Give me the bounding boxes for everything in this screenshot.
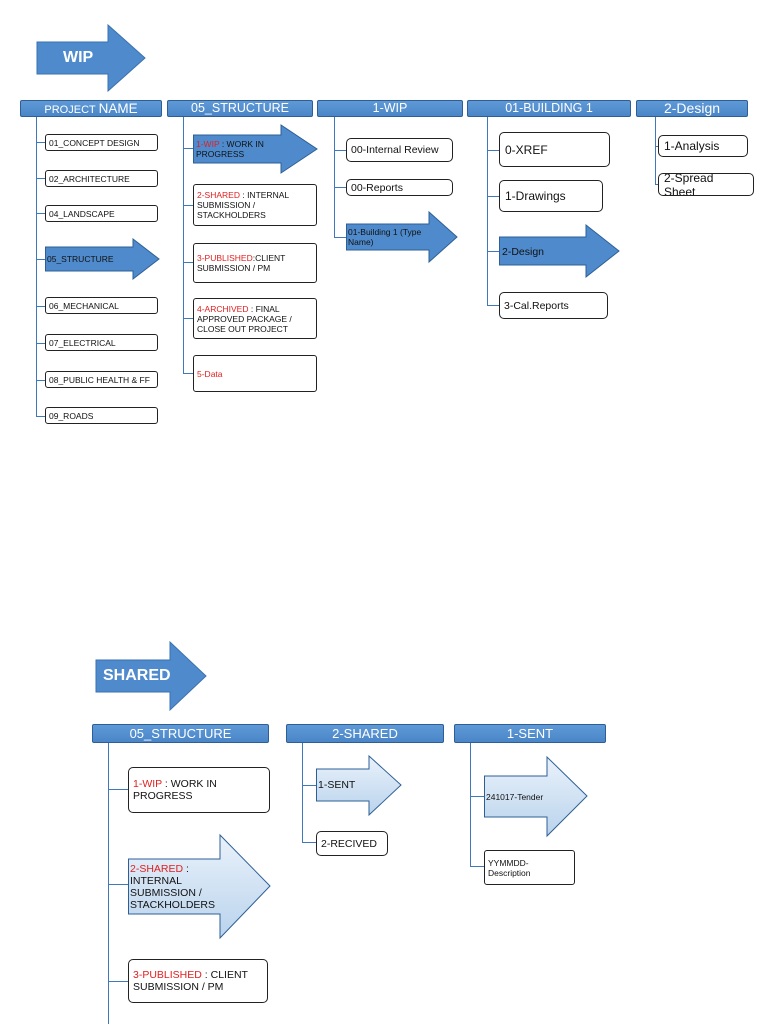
design-arrow-shape: [499, 223, 620, 279]
sent-item-tender[interactable]: 241017-Tender: [486, 792, 544, 802]
wip-banner-arrow: [36, 23, 146, 93]
design-item-analysis[interactable]: 1-Analysis: [658, 135, 748, 157]
wip-desc: : WORK IN PROGRESS: [196, 139, 264, 159]
list-item-public-health[interactable]: 08_PUBLIC HEALTH & FF: [45, 371, 158, 388]
sent-arrow-shape: [316, 754, 402, 817]
wip-item-internal-review[interactable]: 00-Internal Review: [346, 138, 453, 162]
wip-folder-header[interactable]: 1-WIP: [317, 100, 463, 117]
project-connector: [36, 117, 37, 417]
shared-folder-header[interactable]: 2-SHARED: [286, 724, 444, 743]
tender-arrow-shape: [484, 755, 588, 838]
building-arrow-shape: [346, 210, 458, 264]
wip-banner-label: WIP: [63, 49, 94, 66]
design-header[interactable]: 2-Design: [636, 100, 748, 117]
structure-item-wip[interactable]: 1-WIP : WORK IN PROGRESS: [196, 135, 284, 163]
wip-item-building[interactable]: 01-Building 1 (Type Name): [348, 227, 422, 247]
structure-header[interactable]: 05_STRUCTURE: [167, 100, 313, 117]
shared-wip-desc: : WORK IN PROGRESS: [133, 778, 217, 802]
wip-arrow-shape: [193, 124, 318, 174]
shared-structure-item-wip[interactable]: 1-WIP : WORK IN PROGRESS: [128, 767, 270, 813]
shared-structure-arrow-shape: [128, 833, 271, 940]
sent-folder-header[interactable]: 1-SENT: [454, 724, 606, 743]
wip-code: 1-WIP: [196, 139, 220, 149]
shared-banner-arrow: [95, 640, 207, 712]
shared-published-code: 3-PUBLISHED: [133, 969, 202, 981]
structure-item-data[interactable]: 5-Data: [193, 355, 317, 392]
shared-published-desc: : CLIENT SUBMISSION / PM: [133, 969, 248, 993]
structure-item-published[interactable]: 3-PUBLISHED:CLIENT SUBMISSION / PM: [193, 243, 317, 283]
list-item-landscape[interactable]: 04_LANDSCAPE: [45, 205, 158, 222]
shared-wip-code: 1-WIP: [133, 778, 162, 790]
project-name-header[interactable]: PROJECT NAME: [20, 100, 162, 117]
list-item-structure[interactable]: 05_STRUCTURE: [47, 254, 114, 264]
project-name-prefix: PROJECT: [44, 104, 99, 116]
shared-item-sent[interactable]: 1-SENT: [318, 779, 356, 791]
building-item-drawings[interactable]: 1-Drawings: [499, 180, 603, 212]
shared-structure-connector: [108, 743, 109, 1024]
shared-folder-connector: [302, 743, 303, 843]
shared-shared-desc: : INTERNAL SUBMISSION / STACKHOLDERS: [130, 863, 215, 911]
structure-arrow-shape: [45, 237, 160, 281]
shared-desc: : INTERNAL SUBMISSION / STACKHOLDERS: [197, 190, 289, 220]
list-item-concept-design[interactable]: 01_CONCEPT DESIGN: [45, 134, 158, 151]
shared-code: 2-SHARED: [197, 190, 240, 200]
wip-item-reports[interactable]: 00-Reports: [346, 179, 453, 196]
shared-structure-item-published[interactable]: 3-PUBLISHED : CLIENT SUBMISSION / PM: [128, 959, 268, 1003]
shared-banner-label: SHARED: [103, 667, 171, 684]
list-item-roads[interactable]: 09_ROADS: [45, 407, 158, 424]
design-item-spread-sheet[interactable]: 2-Spread Sheet: [658, 173, 754, 196]
archived-code: 4-ARCHIVED: [197, 303, 249, 314]
structure-connector: [183, 117, 184, 374]
shared-item-recived[interactable]: 2-RECIVED: [316, 831, 388, 856]
building-item-cal-reports[interactable]: 3-Cal.Reports: [499, 292, 608, 319]
project-name-suffix: NAME: [98, 101, 138, 116]
design-connector: [655, 117, 656, 185]
building-item-design[interactable]: 2-Design: [502, 246, 545, 258]
shared-structure-header[interactable]: 05_STRUCTURE: [92, 724, 269, 743]
shared-shared-code: 2-SHARED: [130, 863, 184, 875]
sent-item-description[interactable]: YYMMDD-Description: [484, 850, 575, 885]
data-code: 5-Data: [197, 368, 223, 379]
structure-item-archived[interactable]: 4-ARCHIVED : FINAL APPROVED PACKAGE / CL…: [193, 298, 317, 339]
published-code: 3-PUBLISHED: [197, 253, 253, 263]
archived-desc: : FINAL APPROVED PACKAGE / CLOSE OUT PRO…: [197, 303, 292, 334]
building-header[interactable]: 01-BUILDING 1: [467, 100, 631, 117]
list-item-electrical[interactable]: 07_ELECTRICAL: [45, 334, 158, 351]
wip-folder-connector: [334, 117, 335, 238]
sent-folder-connector: [470, 743, 471, 867]
structure-item-shared[interactable]: 2-SHARED : INTERNAL SUBMISSION / STACKHO…: [193, 184, 317, 226]
building-connector: [487, 117, 488, 306]
list-item-mechanical[interactable]: 06_MECHANICAL: [45, 297, 158, 314]
shared-structure-item-shared[interactable]: 2-SHARED : INTERNAL SUBMISSION / STACKHO…: [130, 861, 240, 913]
list-item-architecture[interactable]: 02_ARCHITECTURE: [45, 170, 158, 187]
building-item-xref[interactable]: 0-XREF: [499, 132, 610, 167]
published-desc: :CLIENT SUBMISSION / PM: [197, 253, 286, 273]
